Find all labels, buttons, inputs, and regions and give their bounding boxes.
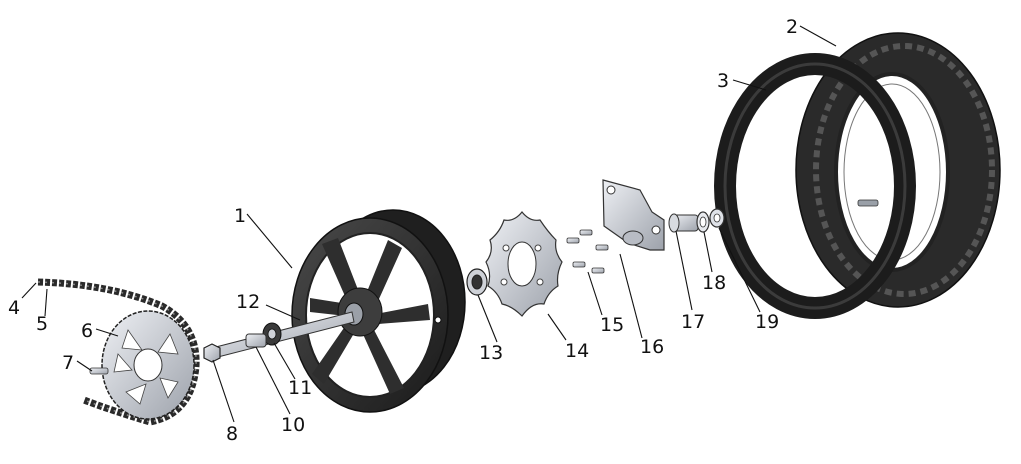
bearing-part bbox=[466, 268, 488, 296]
callout-4: 4 bbox=[8, 297, 20, 319]
wheel-rim-part bbox=[291, 209, 466, 413]
callout-1: 1 bbox=[234, 205, 246, 227]
callout-3: 3 bbox=[717, 70, 729, 92]
callout-2: 2 bbox=[786, 16, 798, 38]
callout-8: 8 bbox=[226, 423, 238, 445]
caliper-bracket-part bbox=[602, 179, 665, 251]
callout-15: 15 bbox=[600, 314, 624, 336]
callout-16: 16 bbox=[640, 336, 664, 358]
inner-tube-part bbox=[714, 53, 916, 319]
axle-nut-part bbox=[203, 343, 221, 363]
axle-spacer-part bbox=[668, 213, 699, 233]
callout-17: 17 bbox=[681, 311, 705, 333]
sprocket-bolt-part bbox=[89, 367, 109, 375]
washer-part bbox=[709, 208, 725, 228]
leader-lines bbox=[21, 25, 837, 423]
callout-7: 7 bbox=[62, 352, 74, 374]
callout-5: 5 bbox=[36, 313, 48, 335]
callout-6: 6 bbox=[81, 320, 93, 342]
sprocket-part bbox=[101, 310, 195, 420]
callout-14: 14 bbox=[565, 340, 589, 362]
callout-19: 19 bbox=[755, 311, 779, 333]
callout-12: 12 bbox=[236, 291, 260, 313]
spacer-part bbox=[245, 333, 267, 348]
brake-disc-part bbox=[485, 211, 563, 317]
callout-11: 11 bbox=[288, 377, 312, 399]
disc-bolts-part bbox=[566, 229, 609, 274]
callout-10: 10 bbox=[281, 414, 305, 436]
seal-part bbox=[696, 211, 710, 233]
callout-18: 18 bbox=[702, 272, 726, 294]
callout-labels: 1 2 3 4 5 6 7 8 10 11 12 13 14 15 16 17 … bbox=[8, 16, 798, 445]
callout-13: 13 bbox=[479, 342, 503, 364]
